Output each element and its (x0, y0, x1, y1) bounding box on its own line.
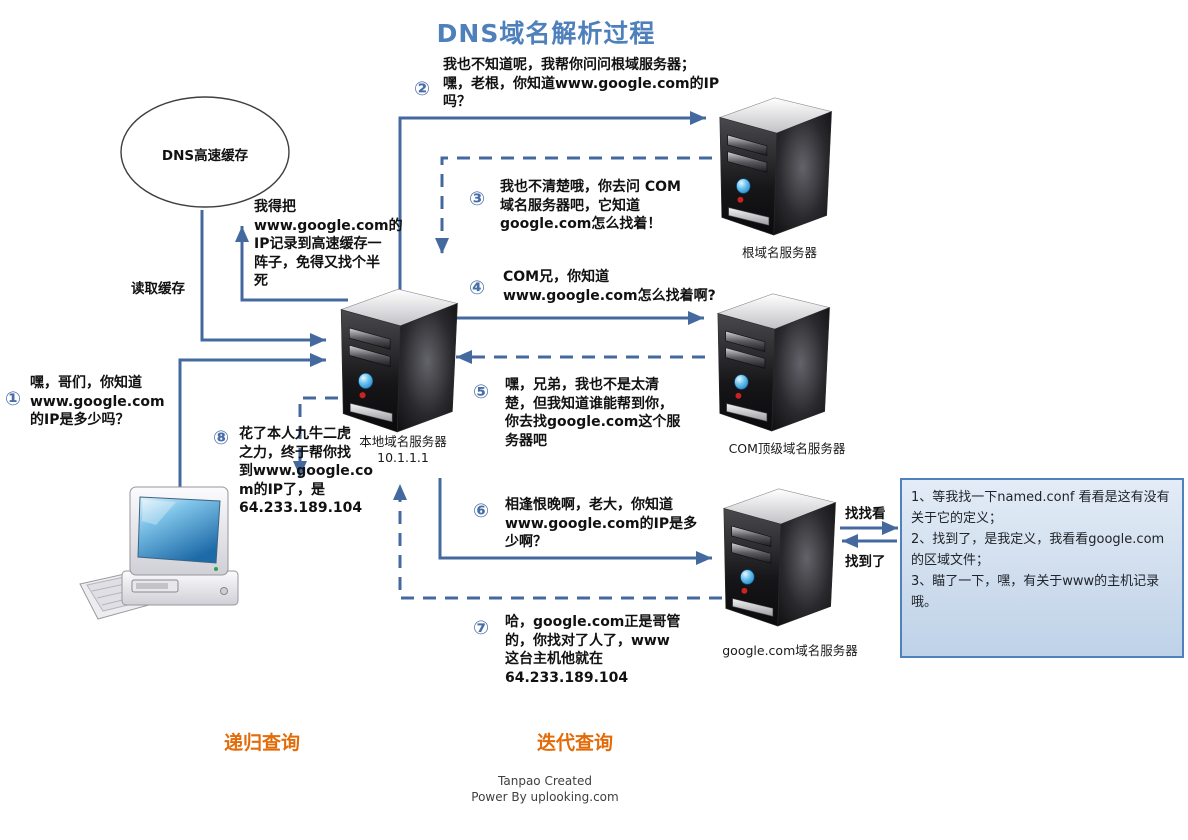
step-marker-8: ⑧ (213, 427, 230, 449)
arrow-response-root (435, 156, 712, 254)
page-title: DNS域名解析过程 (436, 19, 656, 48)
local-dns-server-label: 本地域名服务器 10.1.1.1 (359, 434, 447, 465)
step-marker-6: ⑥ (473, 500, 490, 522)
write-cache-note: 我得把 www.google.com的 IP记录到高速缓存一 阵子，免得又找个半… (254, 199, 403, 289)
step-marker-1: ① (5, 388, 22, 410)
message-2: 我也不知道呢，我帮你问问根域服务器； 嘿，老根，你知道www.google.co… (443, 57, 720, 110)
read-cache-label: 读取缓存 (131, 281, 185, 297)
step-marker-7: ⑦ (473, 617, 490, 639)
root-server-label: 根域名服务器 (741, 245, 817, 260)
message-3: 我也不清楚哦，你去问 COM 域名服务器吧，它知道 google.com怎么找着… (500, 179, 681, 232)
arrow-write-cache (235, 226, 348, 302)
com-server-label: COM顶级域名服务器 (728, 441, 846, 456)
step-marker-4: ④ (469, 277, 486, 299)
message-1: 嘿，哥们，你知道 www.google.com 的IP是多少吗？ (30, 375, 165, 428)
iterative-query-label: 迭代查询 (537, 732, 614, 754)
message-6: 相逢恨晚啊，老大，你知道 www.google.com的IP是多 少啊？ (505, 497, 698, 550)
message-5: 嘿，兄弟，我也不是太清 楚，但我知道谁能帮到你， 你去找google.com这个… (505, 377, 681, 449)
message-4: COM兄，你知道 www.google.com怎么找着啊? (503, 269, 716, 304)
arrow-query-client (178, 353, 326, 508)
lookup-zone-label: 找找看 (845, 506, 886, 522)
arrow-response-google (393, 484, 722, 600)
step-marker-3: ③ (469, 188, 486, 210)
message-8: 花了本人九牛二虎 之力，终于帮你找 到www.google.co m的IP了，是… (239, 426, 374, 516)
local-dns-server-icon (340, 288, 458, 433)
step-marker-5: ⑤ (473, 381, 490, 403)
recursive-query-label: 递归查询 (224, 732, 301, 754)
google-server-label: google.com域名服务器 (722, 643, 858, 658)
dns-cache-label: DNS高速缓存 (161, 148, 249, 164)
google-server-icon (723, 488, 837, 627)
arrow-query-google (438, 478, 712, 565)
client-computer-icon (79, 486, 239, 620)
message-7: 哈，google.com正是哥管 的，你找对了人了，www 这台主机他就在 64… (505, 614, 681, 686)
zone-lookup-note-box: 1、等我找一下named.conf 看看是这有没有关于它的定义； 2、找到了，是… (900, 478, 1184, 658)
step-marker-2: ② (414, 78, 431, 100)
zone-lookup-note-text: 1、等我找一下named.conf 看看是这有没有关于它的定义； 2、找到了，是… (911, 490, 1170, 610)
found-zone-label: 找到了 (845, 554, 886, 570)
arrow-query-root (398, 111, 706, 292)
arrow-response-client (293, 396, 338, 477)
arrow-read-cache (200, 210, 326, 347)
credit-text: Tanpao Created Power By uplooking.com (471, 774, 619, 804)
dns-cache-ellipse (120, 96, 290, 208)
